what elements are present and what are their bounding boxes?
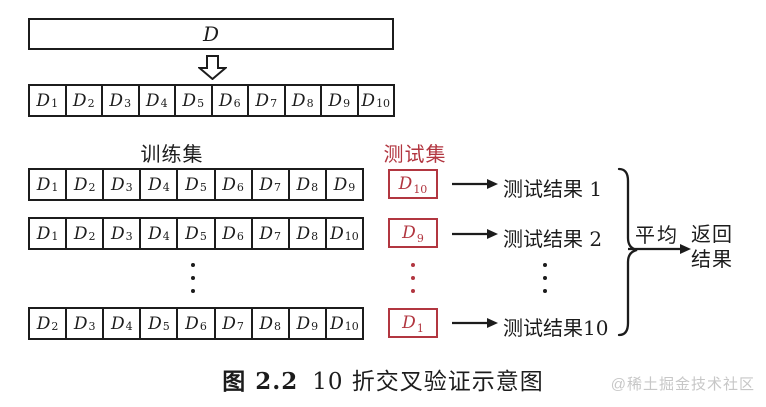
fold1-result-label: 测试结果 1	[503, 177, 603, 201]
fold1-test-box: D10	[388, 169, 438, 199]
fold10-result-arrow-icon	[452, 318, 498, 328]
fold2-test-label: D9	[402, 223, 424, 246]
average-label: 平均	[635, 223, 679, 247]
fold10-result-label: 测试结果10	[503, 316, 609, 340]
result-vertical-ellipsis-icon	[543, 263, 547, 293]
fold10-test-box: D1	[388, 308, 438, 338]
fold1-test-label: D10	[398, 174, 428, 197]
train-vertical-ellipsis-icon	[191, 263, 195, 293]
train-set-label: 训练集	[140, 142, 204, 166]
test-set-label: 测试集	[383, 142, 447, 166]
average-right-arrow-icon	[628, 244, 691, 254]
fold2-test-box: D9	[388, 218, 438, 248]
figure-caption: 图 2.2 10 折交叉验证示意图	[0, 362, 766, 396]
figure-caption-title: 10 折交叉验证示意图	[312, 369, 544, 395]
dataset-box: D	[28, 18, 394, 50]
figure-caption-number: 图 2.2	[222, 368, 299, 395]
split-down-arrow-icon	[198, 55, 227, 80]
fold2-result-label: 测试结果 2	[503, 227, 603, 251]
fold2-result-arrow-icon	[452, 229, 498, 239]
fold1-result-arrow-icon	[452, 179, 498, 189]
dataset-label: D	[202, 22, 220, 46]
test-vertical-ellipsis-icon	[411, 263, 415, 293]
watermark: @稀土掘金技术社区	[610, 376, 755, 393]
return-result-line2: 结果	[691, 247, 733, 271]
fold10-test-label: D1	[402, 313, 424, 336]
return-result-line1: 返回	[691, 222, 733, 246]
return-result-label: 返回 结果	[691, 222, 733, 272]
